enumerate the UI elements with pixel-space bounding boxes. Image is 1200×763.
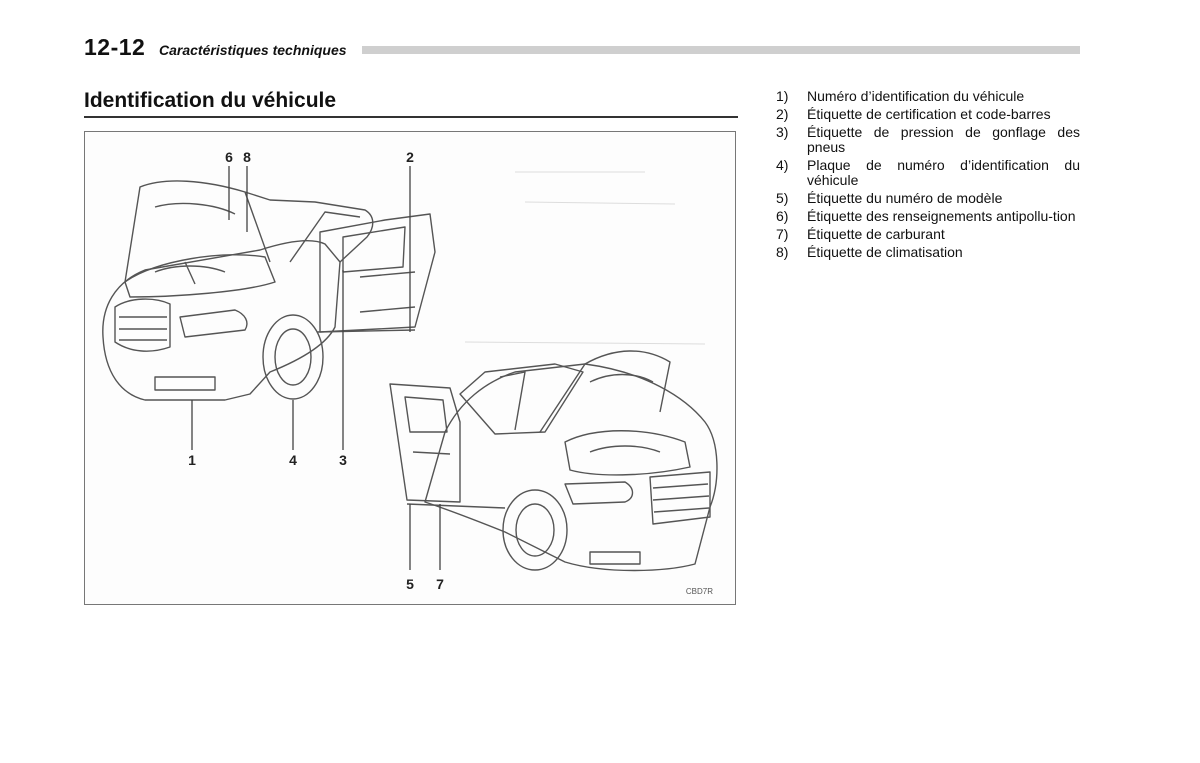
list-item: 3)Étiquette de pression de gonflage des …: [776, 124, 1080, 155]
top-car-drawing: [102, 180, 436, 401]
page-header: 12-12 Caractéristiques techniques: [84, 34, 1080, 64]
page-title: Identification du véhicule: [84, 89, 337, 112]
leader-lines: [191, 166, 441, 570]
callout-2: 2: [406, 149, 414, 165]
list-item: 6)Étiquette des renseignements antipollu…: [776, 208, 1076, 224]
list-item: 2)Étiquette de certification et code-bar…: [776, 106, 1051, 122]
list-item: 7)Étiquette de carburant: [776, 226, 945, 242]
list-item: 1)Numéro d’identification du véhicule: [776, 88, 1025, 104]
section-name: Caractéristiques techniques: [159, 42, 347, 58]
page-number: 12-12: [84, 34, 146, 60]
callout-7: 7: [436, 576, 444, 592]
list-item: 5)Étiquette du numéro de modèle: [776, 190, 1003, 206]
header-bar: [362, 46, 1080, 54]
callout-6: 6: [225, 149, 233, 165]
vehicle-illustration: 6 8 2 1 4 3 5 7 CBD7R: [84, 131, 736, 605]
identification-list: 1)Numéro d’identification du véhicule 2)…: [776, 89, 1080, 263]
callout-8: 8: [243, 149, 251, 165]
callout-1: 1: [188, 452, 196, 468]
callout-4: 4: [289, 452, 297, 468]
callout-3: 3: [339, 452, 347, 468]
list-item: 8)Étiquette de climatisation: [776, 244, 963, 260]
title-rule: [84, 116, 738, 118]
bottom-car-drawing: [389, 350, 718, 572]
figure-code: CBD7R: [686, 587, 713, 596]
callout-5: 5: [406, 576, 414, 592]
list-item: 4)Plaque de numéro d’identification du v…: [776, 157, 1080, 188]
vehicle-drawing: 6 8 2 1 4 3 5 7 CBD7R: [102, 149, 718, 596]
